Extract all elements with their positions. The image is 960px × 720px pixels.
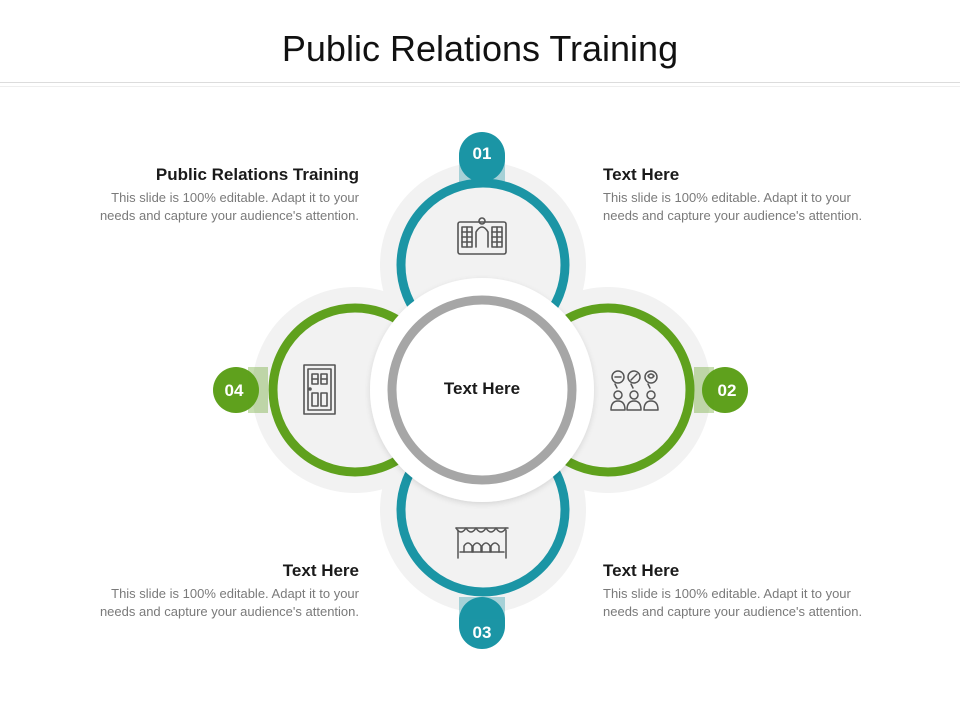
callout-bottom-right-line1: This slide is 100% editable. Adapt it to… [603, 586, 851, 601]
callout-top-left-line1: This slide is 100% editable. Adapt it to… [111, 190, 359, 205]
theatre-audience-icon [455, 527, 509, 559]
page-title: Public Relations Training [281, 28, 679, 69]
badge-04-label: 04 [225, 381, 244, 400]
badge-01-label: 01 [473, 144, 492, 163]
people-feedback-icon [610, 370, 659, 411]
badge-03-label: 03 [473, 623, 492, 642]
center-label: Text Here [444, 379, 520, 398]
door-icon [303, 364, 336, 415]
center-hub-ring [387, 295, 577, 485]
callout-top-right-line2: needs and capture your audience's attent… [603, 208, 863, 223]
badge-01: 01 [459, 132, 505, 182]
badge-02: 02 [694, 367, 748, 413]
callout-bottom-right-line2: needs and capture your audience's attent… [603, 604, 863, 619]
callout-top-right-line1: This slide is 100% editable. Adapt it to… [603, 190, 851, 205]
callout-bottom-right: Text Here This slide is 100% editable. A… [603, 561, 903, 621]
callout-top-left: Public Relations Training This slide is … [59, 165, 359, 225]
title-divider-secondary [0, 86, 960, 87]
switchboard-icon [457, 217, 507, 255]
badge-02-label: 02 [718, 381, 737, 400]
callout-bottom-left: Text Here This slide is 100% editable. A… [59, 561, 359, 621]
title-divider [0, 82, 960, 83]
badge-03: 03 [459, 597, 505, 649]
callout-bottom-left-line2: needs and capture your audience's attent… [99, 604, 359, 619]
callout-bottom-left-heading: Text Here [282, 561, 359, 580]
callout-top-right-heading: Text Here [603, 165, 680, 184]
badge-04: 04 [213, 367, 268, 413]
callout-bottom-right-heading: Text Here [603, 561, 680, 580]
callout-top-left-line2: needs and capture your audience's attent… [99, 208, 359, 223]
callout-top-right: Text Here This slide is 100% editable. A… [603, 165, 903, 225]
callout-bottom-left-line1: This slide is 100% editable. Adapt it to… [111, 586, 359, 601]
callout-top-left-heading: Public Relations Training [155, 165, 359, 184]
